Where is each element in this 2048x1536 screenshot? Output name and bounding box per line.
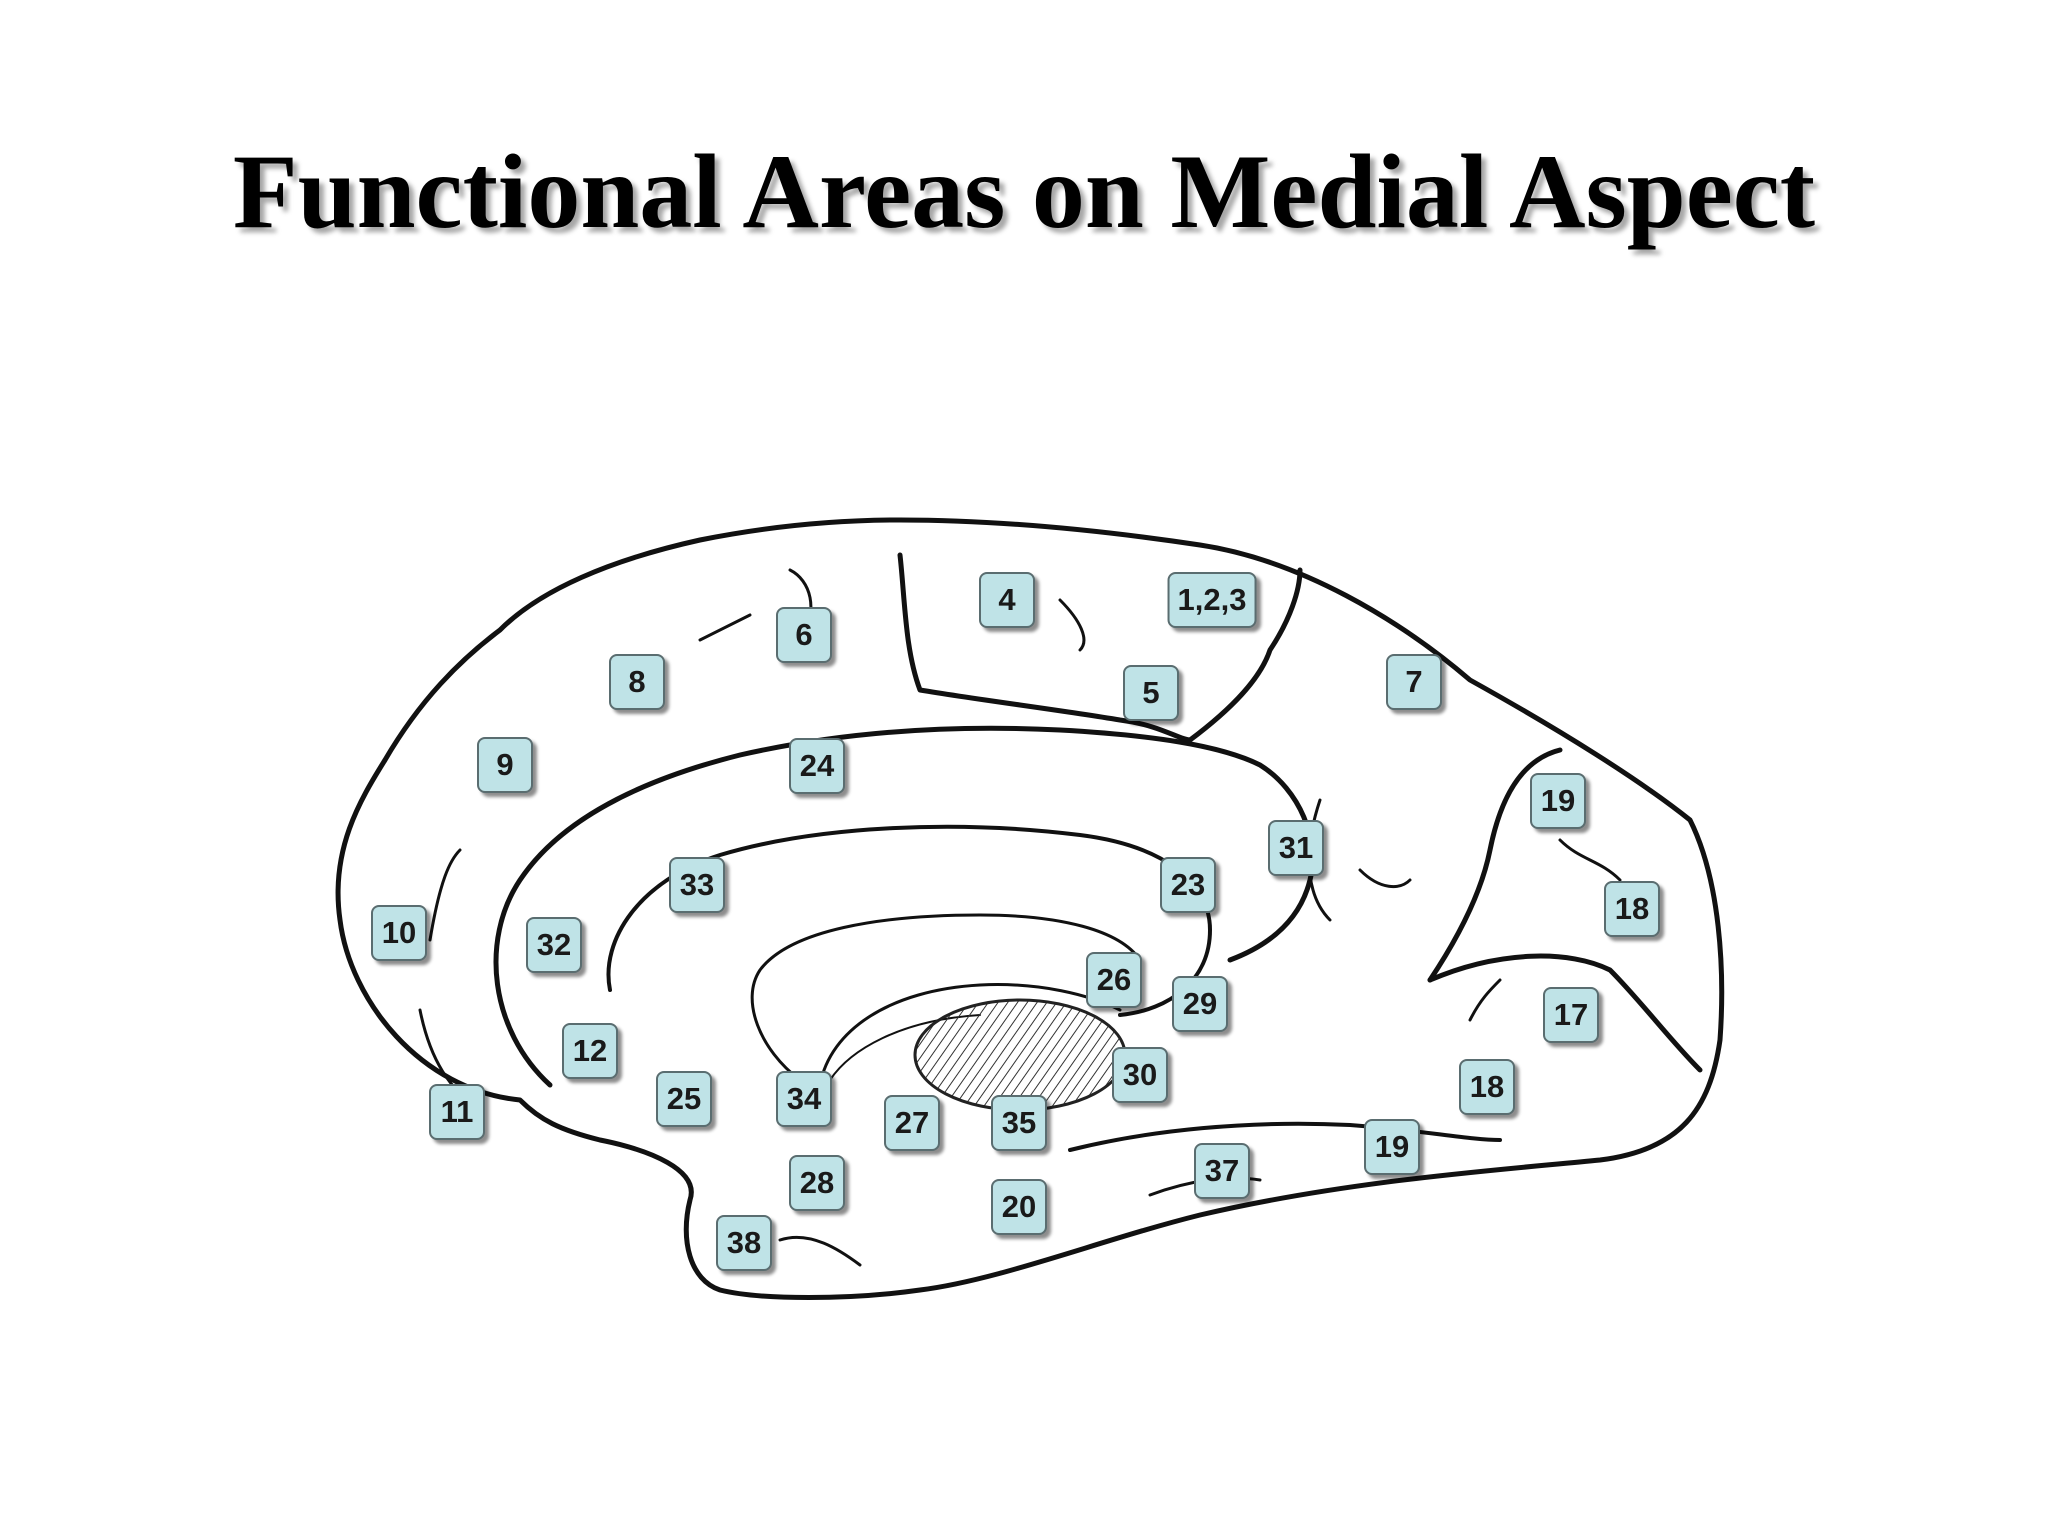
occipital-detail xyxy=(1558,838,1622,882)
lingual-detail xyxy=(1468,978,1502,1022)
area-label-24: 24 xyxy=(789,738,845,794)
area-label-4: 4 xyxy=(979,572,1035,628)
area-label-34: 34 xyxy=(776,1071,832,1127)
area-label-18-lower: 18 xyxy=(1459,1059,1515,1115)
area-label-37: 37 xyxy=(1194,1143,1250,1199)
area-label-28: 28 xyxy=(789,1155,845,1211)
area-label-10: 10 xyxy=(371,905,427,961)
area-label-7: 7 xyxy=(1386,654,1442,710)
parieto-occipital-sulcus xyxy=(1427,747,1563,983)
slide-title: Functional Areas on Medial Aspect xyxy=(232,133,1816,250)
paracentral-detail xyxy=(1058,598,1086,652)
area-label-8: 8 xyxy=(609,654,665,710)
area-label-26: 26 xyxy=(1086,952,1142,1008)
area-label-9: 9 xyxy=(477,737,533,793)
area-label-18-upper: 18 xyxy=(1604,881,1660,937)
area-label-19-upper: 19 xyxy=(1530,773,1586,829)
uncus-detail xyxy=(778,1235,862,1267)
area-label-32: 32 xyxy=(526,917,582,973)
area-label-35: 35 xyxy=(991,1095,1047,1151)
area-label-11: 11 xyxy=(429,1084,485,1140)
frontal-sulcus-1 xyxy=(428,848,462,942)
area-label-6: 6 xyxy=(776,607,832,663)
calcarine-sulcus xyxy=(1427,953,1703,1073)
central-sulcus xyxy=(897,552,1303,743)
collateral-sulcus xyxy=(1068,1121,1502,1152)
area-label-27: 27 xyxy=(884,1095,940,1151)
area-label-20: 20 xyxy=(991,1179,1047,1235)
area-label-23: 23 xyxy=(1160,857,1216,913)
fornix-arc xyxy=(818,983,1122,1087)
area-label-1-2-3: 1,2,3 xyxy=(1167,572,1257,628)
area-label-19-lower: 19 xyxy=(1364,1119,1420,1175)
corpus-callosum xyxy=(750,913,1142,1082)
callosal-sulcus xyxy=(606,824,1212,1017)
area-label-31: 31 xyxy=(1268,820,1324,876)
area-label-25: 25 xyxy=(656,1071,712,1127)
thalamus-region xyxy=(913,998,1127,1112)
frontal-sulcus-3 xyxy=(698,613,752,642)
area-label-30: 30 xyxy=(1112,1047,1168,1103)
precuneus-detail-2 xyxy=(1358,868,1412,889)
area-label-12: 12 xyxy=(562,1023,618,1079)
area-label-33: 33 xyxy=(669,857,725,913)
area-label-5: 5 xyxy=(1123,665,1179,721)
area-label-29: 29 xyxy=(1172,976,1228,1032)
hemisphere-outline xyxy=(335,517,1725,1300)
area-label-38: 38 xyxy=(716,1215,772,1271)
area-label-17: 17 xyxy=(1543,987,1599,1043)
